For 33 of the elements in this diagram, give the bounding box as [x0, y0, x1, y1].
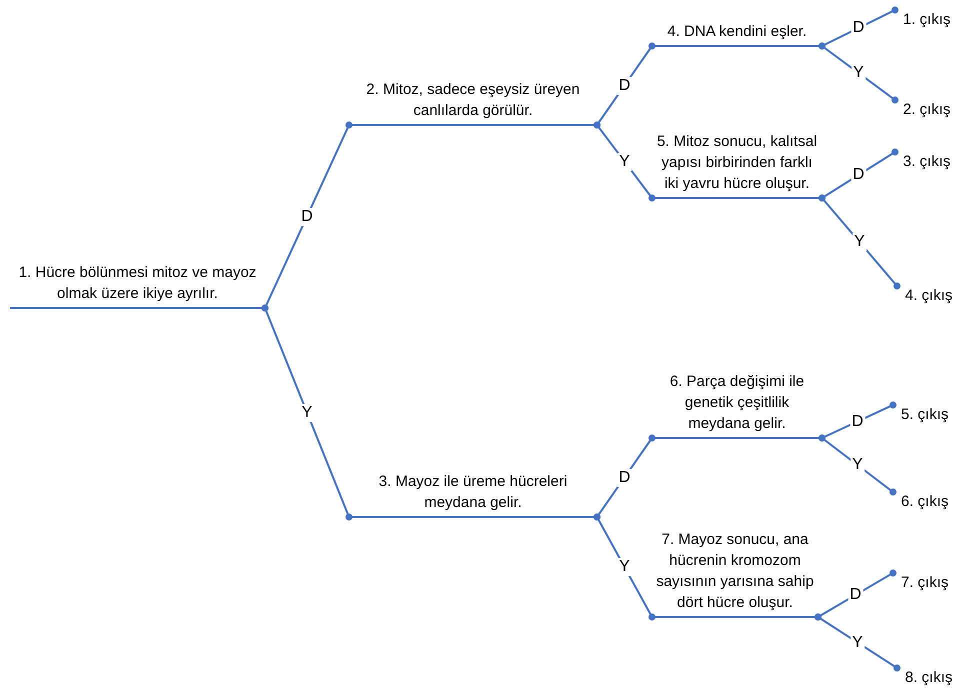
branch-line [818, 194, 900, 290]
branch-line [262, 304, 352, 520]
edge-label: D [616, 76, 632, 94]
statement-text: 3. Mayoz ile üreme hücreleri meydana gelir. [349, 471, 597, 518]
statement-text: 7. Mayoz sonucu, ana hücrenin kromozom sayısının yarısına sahip dört hücre oluşur. [652, 529, 818, 618]
exit-label: 4. çıkış [897, 285, 953, 305]
exit-label: 6. çıkış [893, 491, 949, 511]
branch-line [594, 514, 656, 620]
edge-label: D [299, 208, 315, 226]
branch-line [814, 614, 900, 672]
statement-text: 5. Mitoz sonucu, kalıtsal yapısı birbirinden farklı iki yavru hücre oluşur. [652, 131, 822, 199]
edge-label: D [850, 166, 866, 184]
edge-label: Y [850, 456, 865, 474]
edge-label: Y [617, 558, 632, 576]
exit-label: 8. çıkış [897, 667, 953, 687]
exit-label: 1. çıkış [895, 9, 951, 29]
branch-line [818, 42, 898, 104]
edge-label: Y [617, 152, 632, 170]
edge-label: Y [852, 233, 867, 251]
statement-text: 4. DNA kendini eşler. [652, 21, 822, 47]
exit-label: 7. çıkış [893, 572, 949, 592]
statement-text: 1. Hücre bölünmesi mitoz ve mayoz olmak üzere ikiye ayrılır. [10, 262, 265, 309]
statement-text: 2. Mitoz, sadece eşeysiz üreyen canlılarda görülür. [349, 79, 597, 126]
branch-line [594, 122, 656, 202]
exit-label: 5. çıkış [893, 404, 949, 424]
edge-label: Y [851, 64, 866, 82]
edge-label: Y [300, 404, 314, 422]
exit-label: 3. çıkış [895, 151, 951, 171]
edge-label: D [616, 468, 632, 486]
statement-text: 6. Parça değişimi ile genetik çeşitlilik meydana gelir. [652, 371, 822, 439]
edge-label: Y [850, 634, 865, 652]
branch-line [818, 434, 896, 496]
exit-label: 2. çıkış [895, 99, 951, 119]
